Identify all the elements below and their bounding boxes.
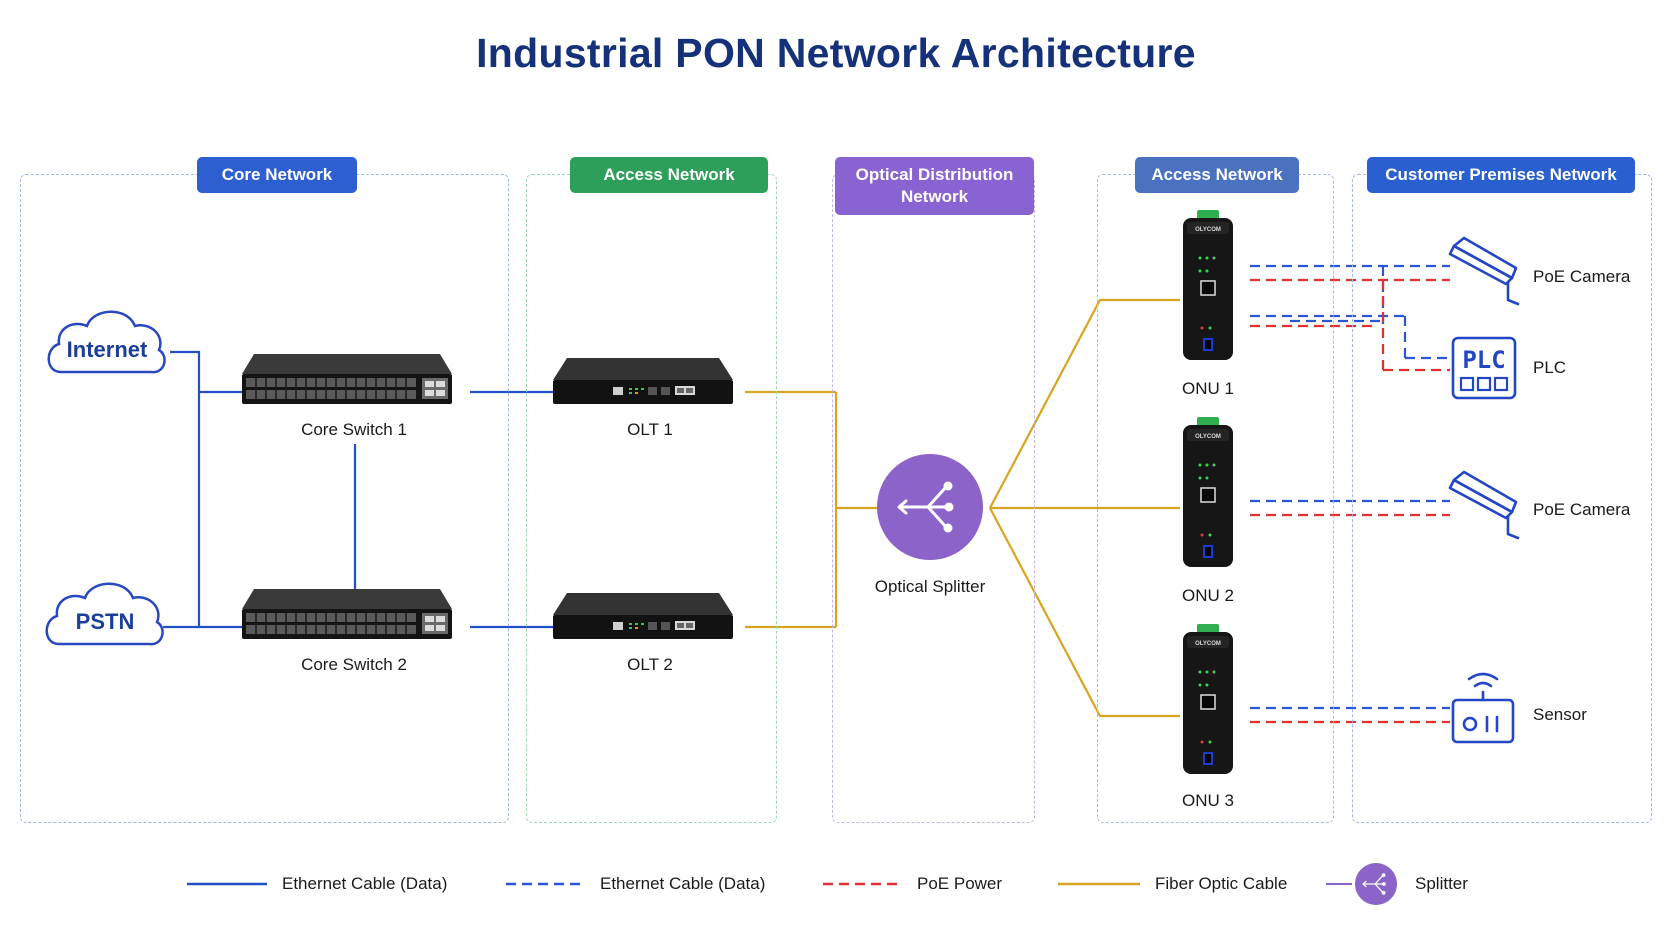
fiber-links	[745, 298, 1180, 718]
splitter-icon	[1355, 863, 1397, 905]
zone-label-access-network-olt: Access Network	[570, 157, 768, 193]
zone-optical-distribution	[832, 174, 1035, 823]
ethernet-links	[163, 350, 555, 629]
zone-core-network	[20, 174, 509, 823]
fiber-onu1	[989, 298, 1180, 509]
label-optical-splitter: Optical Splitter	[874, 577, 986, 596]
zone-label-core-network: Core Network	[197, 157, 357, 193]
label-onu-1: ONU 1	[1182, 379, 1234, 398]
zone-access-network-olt	[526, 174, 777, 823]
label-olt-1: OLT 1	[627, 420, 673, 439]
zone-label-optical-distribution: Optical Distribution Network	[835, 157, 1034, 215]
label-poe-camera-2: PoE Camera	[1533, 500, 1631, 519]
fiber-onu3	[989, 507, 1180, 718]
label-poe-camera-1: PoE Camera	[1533, 267, 1631, 286]
legend-fiber: Fiber Optic Cable	[1155, 874, 1288, 893]
legend-glyphs	[187, 863, 1397, 905]
label-olt-2: OLT 2	[627, 655, 673, 674]
label-sensor: Sensor	[1533, 705, 1587, 724]
link-internet	[170, 350, 201, 627]
cloud-label-internet: Internet	[66, 337, 148, 362]
zone-access-network-onu	[1097, 174, 1334, 823]
sensor-icon	[1451, 672, 1515, 744]
plc-icon-text: PLC	[1462, 346, 1505, 374]
cloud-label-pstn: PSTN	[75, 609, 135, 634]
plc-icon: PLC	[1451, 336, 1517, 400]
label-core-switch-2: Core Switch 2	[301, 655, 407, 674]
zone-label-access-network-onu: Access Network	[1135, 157, 1299, 193]
label-onu-3: ONU 3	[1182, 791, 1234, 810]
label-onu-2: ONU 2	[1182, 586, 1234, 605]
page-title: Industrial PON Network Architecture	[476, 30, 1196, 76]
label-plc: PLC	[1533, 358, 1567, 377]
legend-ethernet-dashed: Ethernet Cable (Data)	[600, 874, 766, 893]
ethernet-dashed-links	[1250, 264, 1450, 710]
zone-label-customer-premises: Customer Premises Network	[1367, 157, 1635, 193]
legend-ethernet-solid: Ethernet Cable (Data)	[282, 874, 448, 893]
legend-poe-power: PoE Power	[917, 874, 1003, 893]
splitter-icon[interactable]	[877, 454, 983, 560]
poe-power-links	[1250, 278, 1450, 724]
label-core-switch-1: Core Switch 1	[301, 420, 407, 439]
legend-splitter: Splitter	[1415, 874, 1468, 893]
